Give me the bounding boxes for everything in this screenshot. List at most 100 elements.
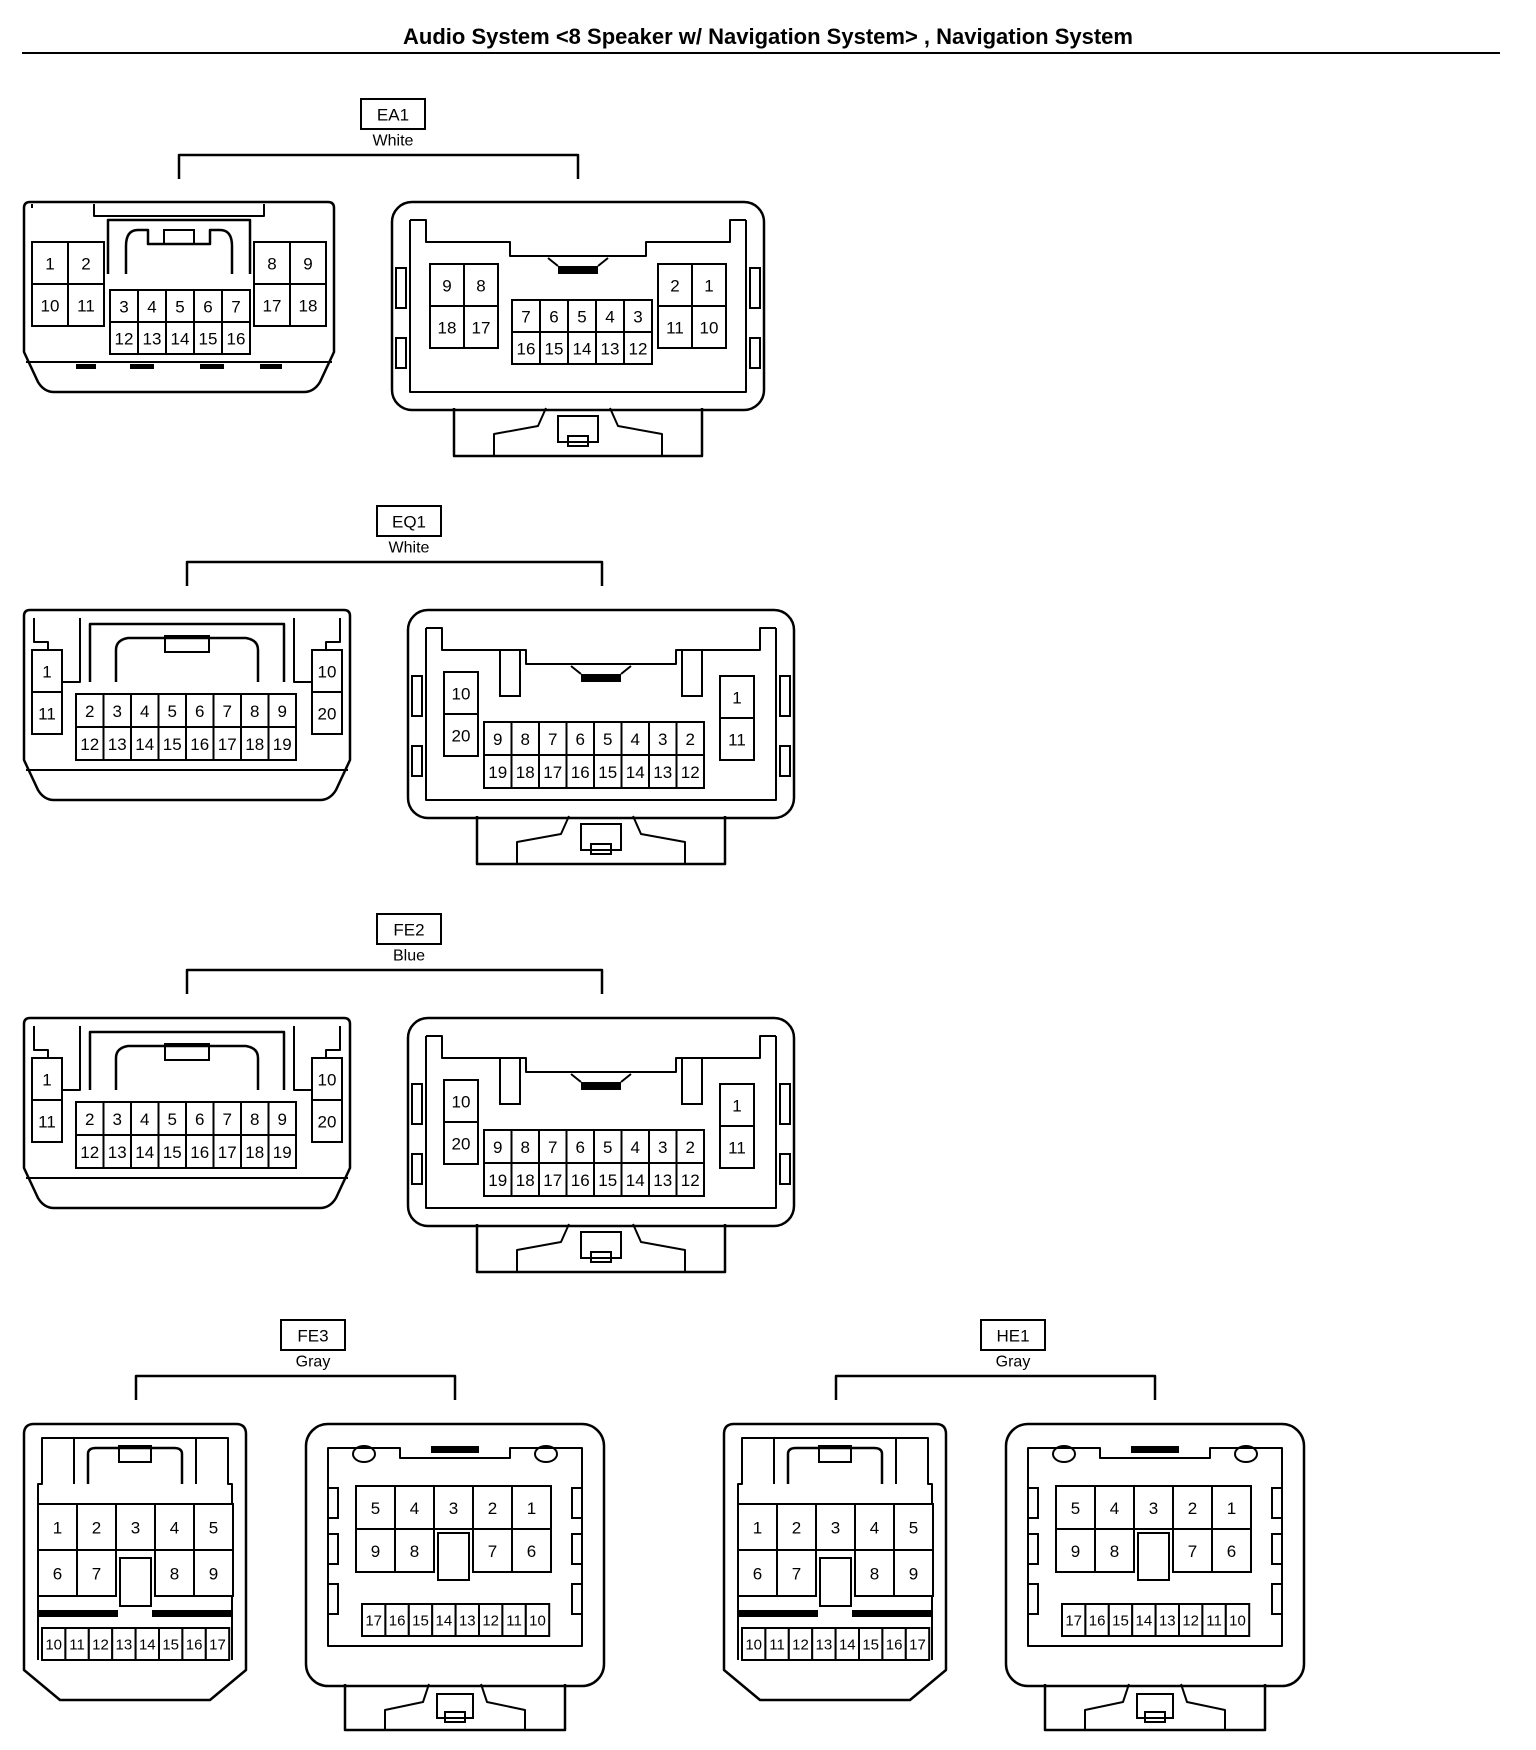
- pin-cell: [511, 1528, 552, 1573]
- pin-cell: [1133, 1485, 1174, 1530]
- connector-id-box: [376, 913, 442, 945]
- pin-label: 5: [603, 1138, 612, 1157]
- pin-label: 10: [318, 1071, 337, 1090]
- pin-label: 7: [488, 1542, 497, 1561]
- pin-cell: [240, 1101, 270, 1136]
- pin-label: 9: [209, 1565, 218, 1584]
- pin-cell: [311, 1099, 343, 1143]
- side-rib: [1027, 1533, 1039, 1565]
- pin-label: 7: [231, 298, 240, 317]
- latch-bar: [76, 364, 96, 369]
- pin-label: 16: [186, 1637, 203, 1654]
- pin-label: 13: [1159, 1613, 1176, 1630]
- pin-label: 1: [42, 1071, 51, 1090]
- pin-label: 18: [516, 1171, 535, 1190]
- connector-color-label: Blue: [393, 948, 425, 965]
- pin-cell: [524, 1603, 551, 1637]
- side-rib: [749, 337, 761, 369]
- pin-label: 7: [92, 1565, 101, 1584]
- pin-cell: [565, 721, 595, 756]
- lock-arch: [86, 1446, 184, 1484]
- pin-cell: [443, 1121, 479, 1165]
- pin-label: 7: [548, 1138, 557, 1157]
- pin-cell: [157, 726, 187, 761]
- latch-bar: [130, 364, 154, 369]
- pin-cell: [76, 1549, 117, 1597]
- pin-label: 16: [886, 1637, 903, 1654]
- pin-cell: [595, 299, 625, 333]
- pin-label: 9: [1071, 1542, 1080, 1561]
- pin-label: 11: [38, 1113, 56, 1132]
- pin-cell: [675, 754, 705, 789]
- bottom-latch: [557, 415, 599, 443]
- side-rib: [411, 745, 423, 777]
- guide-post: [681, 1057, 703, 1105]
- pin-label: 3: [831, 1519, 840, 1538]
- pin-label: 12: [792, 1637, 809, 1654]
- pin-label: 14: [626, 763, 645, 782]
- male-housing: [22, 608, 352, 802]
- pin-label: 8: [267, 255, 276, 274]
- connector-id: FE3: [297, 1327, 328, 1346]
- pin-label: 15: [163, 1143, 182, 1162]
- pin-label: 4: [631, 730, 640, 749]
- side-rib: [571, 1533, 583, 1565]
- pin-cell: [719, 1125, 755, 1169]
- bottom-latch: [436, 1693, 474, 1719]
- pin-label: 17: [543, 763, 562, 782]
- side-rib: [1271, 1533, 1283, 1565]
- pin-label: 14: [436, 1613, 453, 1630]
- pin-label: 6: [195, 702, 204, 721]
- pin-cell: [511, 1485, 552, 1530]
- side-rib: [571, 1487, 583, 1519]
- pin-label: 13: [601, 340, 620, 359]
- pin-label: 14: [839, 1637, 856, 1654]
- pin-cell: [854, 1503, 895, 1551]
- pin-label: 6: [576, 1138, 585, 1157]
- pin-cell: [109, 321, 139, 355]
- key-slot: [437, 1532, 470, 1581]
- pin-cell: [593, 1162, 623, 1197]
- pin-label: 13: [459, 1613, 476, 1630]
- male-housing: [22, 200, 336, 394]
- pin-label: 13: [653, 763, 672, 782]
- side-rib: [749, 267, 761, 309]
- pin-cell: [623, 331, 653, 365]
- lock-arch: [114, 1044, 260, 1090]
- pin-label: 15: [199, 330, 218, 349]
- pin-label: 3: [113, 1110, 122, 1129]
- pin-label: 10: [452, 685, 471, 704]
- pin-cell: [1172, 1528, 1213, 1573]
- lock-arch: [786, 1446, 884, 1484]
- pin-label: 1: [704, 277, 713, 296]
- pin-cell: [193, 1549, 234, 1597]
- pin-cell: [1211, 1528, 1252, 1573]
- bottom-tab-detail: [384, 1683, 526, 1730]
- pin-cell: [31, 1099, 63, 1143]
- bottom-latch: [567, 435, 589, 447]
- pin-cell: [620, 1162, 650, 1197]
- male-housing: [722, 1422, 948, 1702]
- pin-cell: [691, 263, 727, 307]
- pin-label: 8: [521, 730, 530, 749]
- pin-label: 20: [452, 1135, 471, 1154]
- pin-label: 11: [1206, 1613, 1222, 1630]
- pin-label: 12: [115, 330, 134, 349]
- connector-id: FE2: [393, 921, 424, 940]
- pin-label: 11: [38, 705, 56, 724]
- bottom-tab-detail: [1084, 1683, 1226, 1730]
- pin-cell: [130, 726, 160, 761]
- side-rib: [411, 675, 423, 717]
- latch-bar: [260, 364, 282, 369]
- lock-tab: [164, 635, 210, 653]
- pin-label: 9: [278, 702, 287, 721]
- pin-label: 11: [728, 731, 746, 750]
- connector-id-box: [360, 98, 426, 130]
- pin-cell: [657, 263, 693, 307]
- pin-label: 12: [482, 1613, 499, 1630]
- pin-cell: [102, 693, 132, 728]
